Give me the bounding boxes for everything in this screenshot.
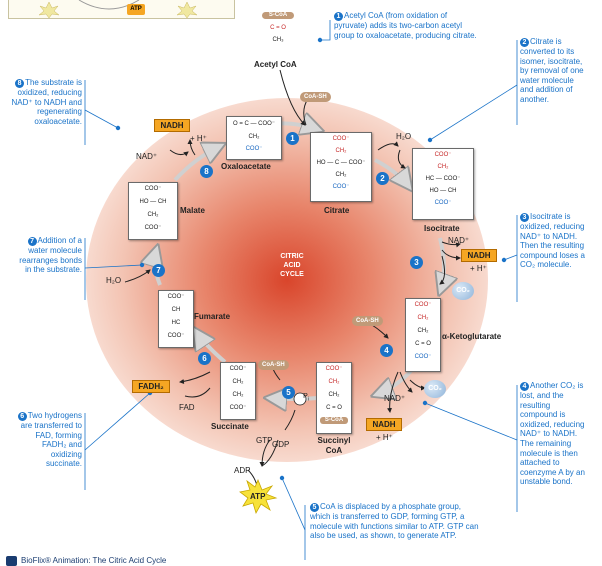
h-plus-step8: + H⁺ xyxy=(190,134,207,143)
alpha-ketoglutarate-molecule: COO⁻ CH₂ CH₂ C = O COO⁻ xyxy=(405,298,441,372)
coa-sh-step1: CoA-SH xyxy=(300,92,331,102)
atp-starburst xyxy=(239,478,278,515)
fadh2-step6: FADH₂ xyxy=(132,380,170,393)
previous-figure-fragment: ATP xyxy=(8,0,235,19)
atp-fragment: ATP xyxy=(127,4,145,15)
fumarate-name: Fumarate xyxy=(194,312,231,321)
isocitrate-name: Isocitrate xyxy=(424,224,460,233)
oxaloacetate-name: Oxaloacetate xyxy=(221,162,271,171)
arrow-malate-oxaloacetate xyxy=(173,145,222,182)
adp-label: ADP xyxy=(234,466,251,475)
nadh-step8: NADH xyxy=(154,119,190,132)
arrow-succinate-fumarate xyxy=(195,330,227,364)
pi-circle xyxy=(293,392,307,406)
cycle-title: CITRIC ACID CYCLE xyxy=(280,253,304,278)
malate-molecule: COO⁻ HO — CH CH₂ COO⁻ xyxy=(128,182,178,240)
h-plus-step3: + H⁺ xyxy=(470,264,487,273)
nadh-step4: NADH xyxy=(366,418,402,431)
co2-step4: CO₂ xyxy=(424,380,446,398)
acetyl-coa-molecule: S-CoA C = O CH₃ xyxy=(258,12,298,56)
step-1-badge: 1 xyxy=(286,132,299,145)
nad-step4: NAD⁺ xyxy=(384,394,406,403)
nad-step8: NAD⁺ xyxy=(136,152,158,161)
h-plus-step4: + H⁺ xyxy=(376,433,393,442)
fumarate-molecule: COO⁻ CH HC COO⁻ xyxy=(158,290,194,348)
h2o-step7: H₂O xyxy=(106,276,122,285)
coa-sh-step4: CoA-SH xyxy=(352,316,383,326)
succinyl-coa-name: Succinyl CoA xyxy=(317,436,351,455)
co2-step3: CO₂ xyxy=(452,282,474,300)
isocitrate-molecule: COO⁻ CH₂ HC — COO⁻ HO — CH COO⁻ xyxy=(412,148,474,220)
alpha-ketoglutarate-name: α-Ketoglutarate xyxy=(442,332,502,341)
oxaloacetate-molecule: O = C — COO⁻ CH₂ COO⁻ xyxy=(226,116,282,160)
atp-label: ATP xyxy=(250,492,266,501)
step-2-badge: 2 xyxy=(376,172,389,185)
succinate-molecule: COO⁻ CH₂ CH₂ COO⁻ xyxy=(220,362,256,420)
step-8-badge: 8 xyxy=(200,165,213,178)
succinyl-coa-molecule: COO⁻ CH₂ CH₂ C = O S-CoA xyxy=(316,362,352,434)
malate-name: Malate xyxy=(180,206,205,215)
gtp-label: GTP xyxy=(256,436,273,445)
bioflix-link[interactable]: BioFlix® Animation: The Citric Acid Cycl… xyxy=(6,556,166,566)
coa-sh-step5: CoA-SH xyxy=(258,360,289,370)
fad-step6: FAD xyxy=(179,403,195,412)
citrate-name: Citrate xyxy=(324,206,350,215)
pi-label: Pi xyxy=(303,393,309,403)
nadh-step3: NADH xyxy=(461,249,497,262)
gdp-label: GDP xyxy=(272,440,290,449)
callout-lines xyxy=(84,20,518,560)
step-4-badge: 4 xyxy=(380,344,393,357)
h2o-step2: H₂O xyxy=(396,132,412,141)
step-3-badge: 3 xyxy=(410,256,423,269)
step-7-badge: 7 xyxy=(152,264,165,277)
step-5-badge: 5 xyxy=(282,386,295,399)
citrate-molecule: COO⁻ CH₂ HO — C — COO⁻ CH₂ COO⁻ xyxy=(310,132,372,202)
acetyl-coa-name: Acetyl CoA xyxy=(254,60,297,69)
bioflix-icon xyxy=(6,556,17,566)
succinate-name: Succinate xyxy=(211,422,249,431)
arrow-citrate-isocitrate xyxy=(374,158,410,188)
nad-step3: NAD⁺ xyxy=(448,236,470,245)
step-6-badge: 6 xyxy=(198,352,211,365)
arrow-succinylcoa-succinate xyxy=(268,398,319,399)
